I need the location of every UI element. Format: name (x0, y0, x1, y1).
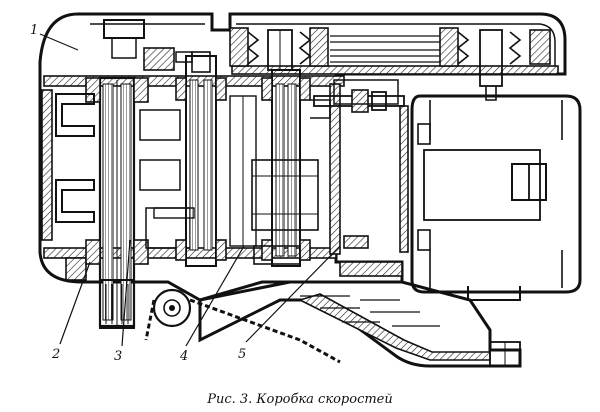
electric-motor (410, 94, 582, 301)
callout-label-4: 4 (179, 349, 188, 364)
input-shaft (85, 76, 149, 329)
figure-caption: Рис. 3. Коробка скоростей (206, 392, 393, 407)
chain-sprocket (144, 288, 341, 364)
leader-lines (39, 33, 341, 347)
tension-bolt (313, 79, 405, 249)
output-shaft (251, 69, 331, 267)
callout-label-3: 3 (114, 349, 122, 364)
callout-label-1: 1 (30, 23, 38, 38)
intermediate-shaft (153, 51, 257, 267)
callout-label-2: 2 (51, 347, 60, 362)
oil-valve (103, 19, 193, 71)
callout-label-5: 5 (238, 347, 246, 362)
base-oil-bath (198, 280, 522, 368)
